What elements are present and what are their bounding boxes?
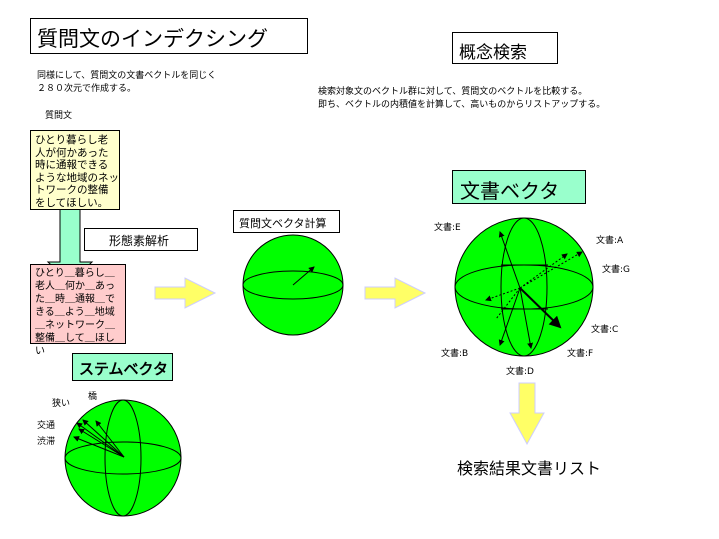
question-text-box: ひとり暮らし老 人が何かあった 時に通報できる ような地域のネッ トワークの整備…: [30, 130, 120, 210]
doc-label-g: 文書:G: [602, 265, 631, 275]
stem-term: 渋滞: [37, 437, 56, 447]
doc-label-d: 文書:D: [506, 367, 534, 377]
doc-vector-box: 文書ベクタ: [452, 170, 586, 204]
doc-label-e: 文書:E: [434, 223, 461, 233]
document-vector-sphere: [454, 217, 594, 357]
question-vector-box: 質問文ベクタ計算: [233, 210, 340, 233]
stem-term: 交通: [37, 421, 56, 431]
concept-search-box: 概念検索: [452, 32, 558, 64]
result-list-label: 検索結果文書リスト: [457, 459, 602, 478]
stem-vector-box: ステムベクタ: [72, 353, 173, 381]
right-arrow-2: [364, 277, 427, 309]
right-note: 検索対象文のベクトル群に対して、質問文のベクトルを比較する。 即ち、ベクトルの内…: [318, 87, 606, 110]
question-vector-label: 質問文ベクタ計算: [239, 217, 327, 230]
down-arrow-yellow: [509, 382, 545, 446]
page-title: 質問文のインデクシング: [37, 27, 268, 51]
right-arrow-1: [154, 277, 217, 309]
stem-vector-sphere: [64, 399, 182, 517]
concept-search-label: 概念検索: [459, 43, 527, 63]
morph-analysis-box: 形態素解析: [84, 228, 198, 251]
morph-analysis-label: 形態素解析: [109, 234, 170, 248]
doc-vector-label: 文書ベクタ: [460, 179, 560, 203]
left-note: 同様にして、質問文の文書ベクトルを同じく ２８０次元で作成する。: [37, 71, 217, 94]
doc-label-f: 文書:F: [567, 349, 594, 359]
morph-result-box: ひとり＿暮らし＿ 老人＿何か＿あっ た＿時＿通報＿で きる＿よう＿地域 ＿ネット…: [30, 264, 126, 357]
stem-term: 橋: [88, 392, 98, 402]
question-label: 質問文: [45, 111, 73, 121]
doc-label-b: 文書:B: [441, 349, 469, 359]
stem-term: 狭い: [52, 399, 71, 409]
doc-label-a: 文書:A: [596, 236, 624, 246]
stem-vector-label: ステムベクタ: [79, 360, 168, 378]
title-box: 質問文のインデクシング: [30, 18, 308, 54]
question-vector-sphere: [242, 234, 344, 336]
doc-label-c: 文書:C: [591, 325, 619, 335]
